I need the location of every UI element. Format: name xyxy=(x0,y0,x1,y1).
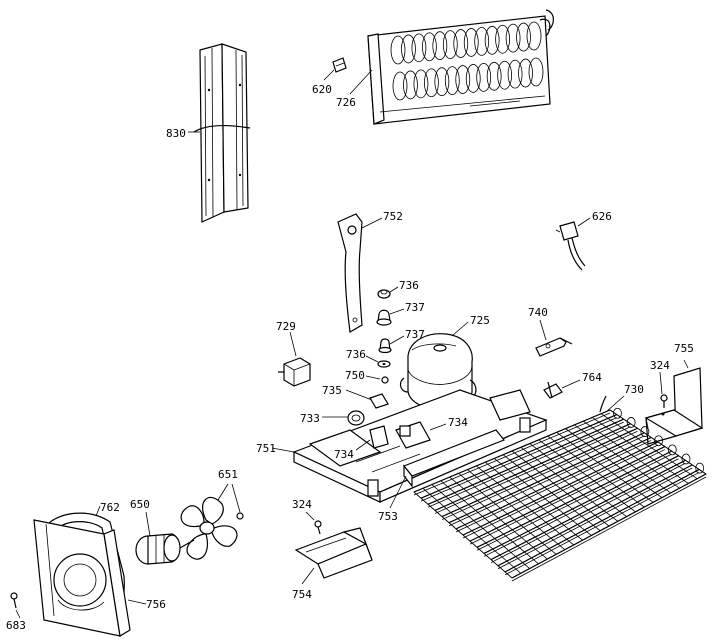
part-735-clip xyxy=(369,393,389,409)
label-729: 729 xyxy=(276,320,296,333)
part-756-fan-shroud xyxy=(33,519,131,637)
label-764: 764 xyxy=(582,371,602,384)
part-324-screw-right xyxy=(660,394,668,408)
label-726: 726 xyxy=(336,96,356,109)
part-737-grommet-top xyxy=(376,309,392,326)
label-734-a: 734 xyxy=(448,416,468,429)
label-324-a: 324 xyxy=(650,359,670,372)
label-762: 762 xyxy=(100,501,120,514)
part-755-angle-bracket xyxy=(644,367,704,445)
label-737-a: 737 xyxy=(405,301,425,314)
part-753-channel xyxy=(403,429,505,488)
label-752: 752 xyxy=(383,210,403,223)
label-683: 683 xyxy=(6,619,26,632)
part-830-channel-bracket xyxy=(193,43,251,223)
part-626-sensor xyxy=(555,221,586,271)
label-735: 735 xyxy=(322,384,342,397)
label-730: 730 xyxy=(624,383,644,396)
part-620-clip xyxy=(332,57,347,73)
part-737-grommet-bottom xyxy=(378,338,392,354)
part-754-drain-pan xyxy=(294,527,373,579)
part-650-fan-motor xyxy=(135,533,195,565)
label-830: 830 xyxy=(166,127,186,140)
part-730-coil-grid xyxy=(413,395,707,582)
part-324-screw-left xyxy=(314,520,322,535)
label-736-b: 736 xyxy=(346,348,366,361)
label-736-a: 736 xyxy=(399,279,419,292)
label-750: 750 xyxy=(345,369,365,382)
part-764-clip xyxy=(543,381,563,399)
label-626: 626 xyxy=(592,210,612,223)
part-752-mounting-strap xyxy=(337,213,363,333)
label-756: 756 xyxy=(146,598,166,611)
part-729-relay xyxy=(278,357,311,387)
label-737-b: 737 xyxy=(405,328,425,341)
label-755: 755 xyxy=(674,342,694,355)
part-683-screw xyxy=(10,592,18,609)
label-754: 754 xyxy=(292,588,312,601)
part-733-overload xyxy=(347,410,365,426)
part-750-screw xyxy=(381,376,389,384)
label-734-b: 734 xyxy=(334,448,354,461)
part-726-condenser-coil xyxy=(367,9,554,125)
label-725: 725 xyxy=(470,314,490,327)
label-620: 620 xyxy=(312,83,332,96)
part-734-bracket-left xyxy=(369,425,389,449)
label-740: 740 xyxy=(528,306,548,319)
part-734-bracket-front xyxy=(395,421,431,449)
part-736-washer-bottom xyxy=(377,360,391,368)
part-736-grommet-top xyxy=(377,289,391,299)
label-753: 753 xyxy=(378,510,398,523)
part-751-base-pan xyxy=(292,389,548,503)
label-733: 733 xyxy=(300,412,320,425)
label-650: 650 xyxy=(130,498,150,511)
label-651: 651 xyxy=(218,468,238,481)
part-740-bracket xyxy=(535,337,573,357)
label-324-b: 324 xyxy=(292,498,312,511)
label-751: 751 xyxy=(256,442,276,455)
part-651-fan-blade xyxy=(180,497,244,560)
